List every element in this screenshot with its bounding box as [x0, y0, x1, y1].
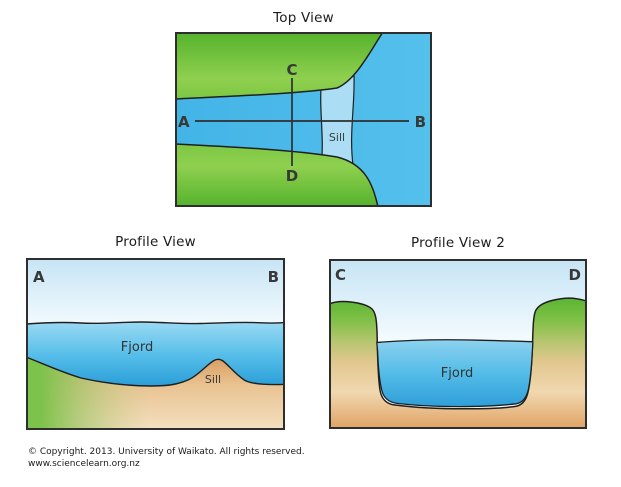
profile-view-2-title: Profile View 2 — [411, 235, 505, 251]
land-lower-shape — [175, 143, 379, 207]
top-view-label-c: C — [286, 61, 297, 79]
top-view-label-a: A — [178, 113, 190, 131]
profile-view-label-b: B — [268, 268, 279, 286]
top-view-border — [175, 32, 432, 207]
profile-view-title: Profile View — [115, 234, 196, 250]
profile-view-2-border — [329, 259, 587, 429]
fjord-water-area-2 — [376, 339, 534, 408]
website-url: www.sciencelearn.org.nz — [28, 459, 140, 469]
profile-view-fjord-label: Fjord — [121, 340, 153, 355]
top-view-title: Top View — [273, 10, 334, 26]
seabed-line — [26, 356, 285, 387]
profile-view-label-a: A — [33, 268, 45, 286]
profile-view-2-fjord-label: Fjord — [441, 366, 473, 381]
copyright-line: © Copyright. 2013. University of Waikato… — [28, 447, 305, 457]
top-view-sill-label: Sill — [329, 131, 345, 144]
land-upper-shape — [175, 32, 384, 100]
profile-view-2-label-c: C — [335, 266, 346, 284]
fjord-water-area — [26, 322, 285, 386]
copyright-footer: © Copyright. 2013. University of Waikato… — [28, 446, 305, 470]
profile-view-border — [26, 258, 285, 430]
water-surface-line — [26, 321, 285, 325]
top-view-label-d: D — [286, 167, 298, 185]
glacial-valley-terrain — [329, 297, 587, 429]
profile-view-sill-label: Sill — [205, 373, 221, 386]
profile-view-2-label-d: D — [569, 266, 581, 284]
top-view-diagram: A B C D Sill — [175, 32, 432, 207]
coastal-land-slope — [26, 357, 285, 430]
top-view-label-b: B — [415, 113, 426, 131]
profile-view-diagram: A B Fjord Sill — [26, 258, 285, 430]
profile-view-2-diagram: C D Fjord — [329, 259, 587, 429]
